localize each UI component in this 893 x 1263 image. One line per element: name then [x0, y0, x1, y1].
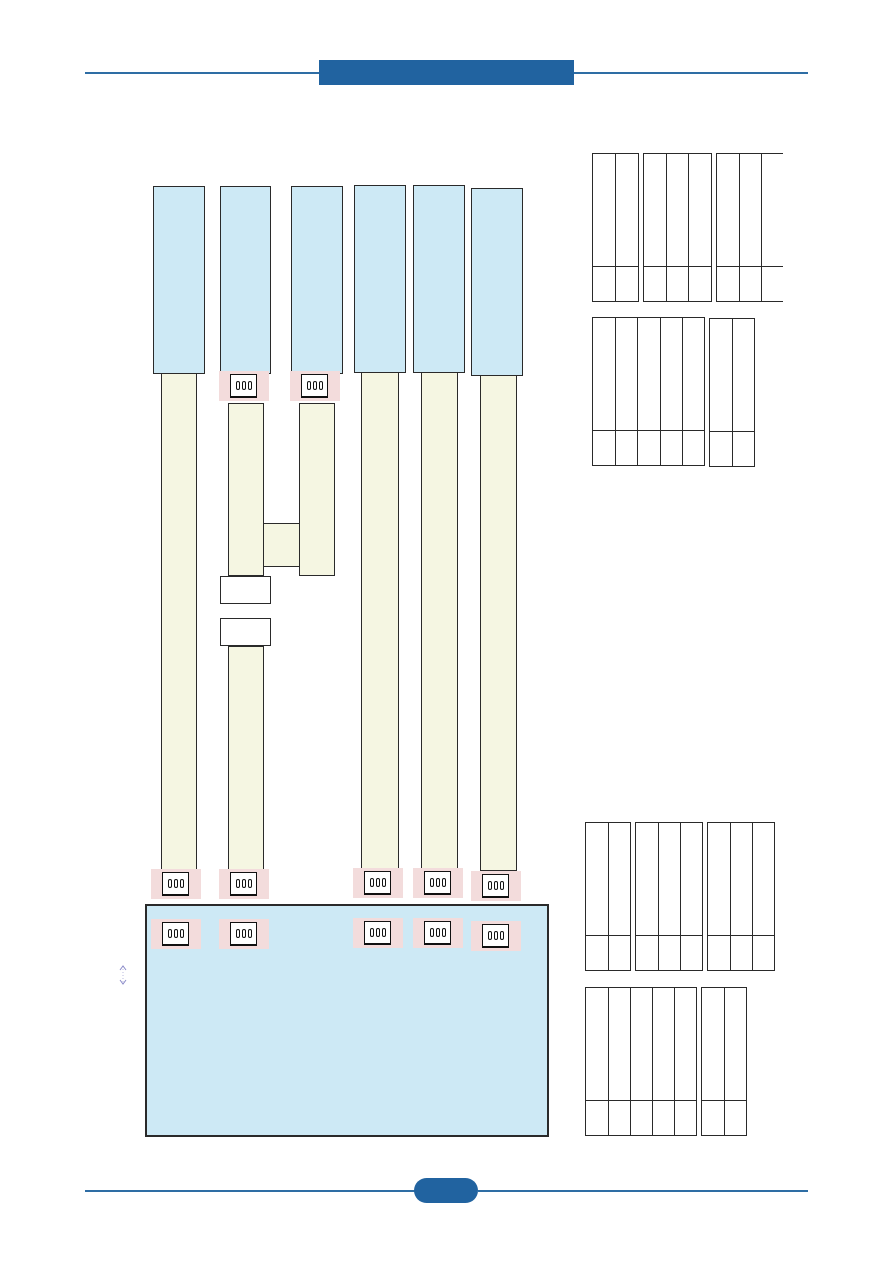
module-6	[471, 188, 523, 376]
connector-harness-1-end	[151, 869, 201, 899]
pin-table-2	[592, 317, 755, 467]
harness-2-lower	[228, 646, 264, 870]
header-rule-right	[574, 72, 808, 74]
harness-bridge	[263, 523, 300, 567]
module-1	[153, 186, 205, 374]
header-title-bar	[319, 60, 574, 85]
footer-rule-right	[478, 1190, 808, 1192]
module-2	[220, 186, 271, 374]
pin-table-4	[585, 987, 747, 1136]
pin-group	[643, 153, 712, 302]
connector-module-3	[290, 371, 340, 401]
harness-4	[361, 372, 399, 870]
pin-table-1	[592, 153, 783, 302]
pin-group	[716, 153, 783, 302]
module-4	[354, 185, 406, 373]
page-number-pill	[414, 1178, 478, 1203]
pin-group	[585, 822, 631, 971]
board-connector-1	[151, 919, 201, 949]
board-connector-5	[471, 921, 521, 951]
harness-5	[421, 372, 458, 870]
pin-group	[585, 987, 697, 1136]
connector-harness-5-end	[413, 868, 463, 898]
connector-harness-2-end	[219, 869, 269, 899]
pin-group	[592, 153, 639, 302]
junction-block-2	[220, 618, 271, 646]
connector-harness-4-end	[353, 868, 403, 898]
pin-group	[707, 822, 775, 971]
pin-group	[635, 822, 703, 971]
module-3	[291, 186, 343, 374]
board-connector-3	[353, 918, 403, 948]
double-arrow-icon	[119, 965, 127, 985]
harness-6	[480, 375, 517, 871]
footer-rule-left	[85, 1190, 415, 1192]
board-connector-2	[219, 919, 269, 949]
connector-module-2	[219, 371, 269, 401]
board-connector-4	[413, 918, 463, 948]
header-rule-left	[85, 72, 319, 74]
pin-group	[701, 987, 747, 1136]
connector-harness-6-end	[471, 871, 521, 901]
module-5	[413, 185, 465, 373]
harness-1	[161, 373, 197, 870]
junction-block-1	[220, 576, 271, 604]
harness-2-upper	[228, 403, 264, 576]
harness-3	[299, 403, 335, 576]
pin-group	[709, 318, 755, 467]
pin-group	[592, 317, 705, 466]
pin-table-3	[585, 822, 775, 971]
